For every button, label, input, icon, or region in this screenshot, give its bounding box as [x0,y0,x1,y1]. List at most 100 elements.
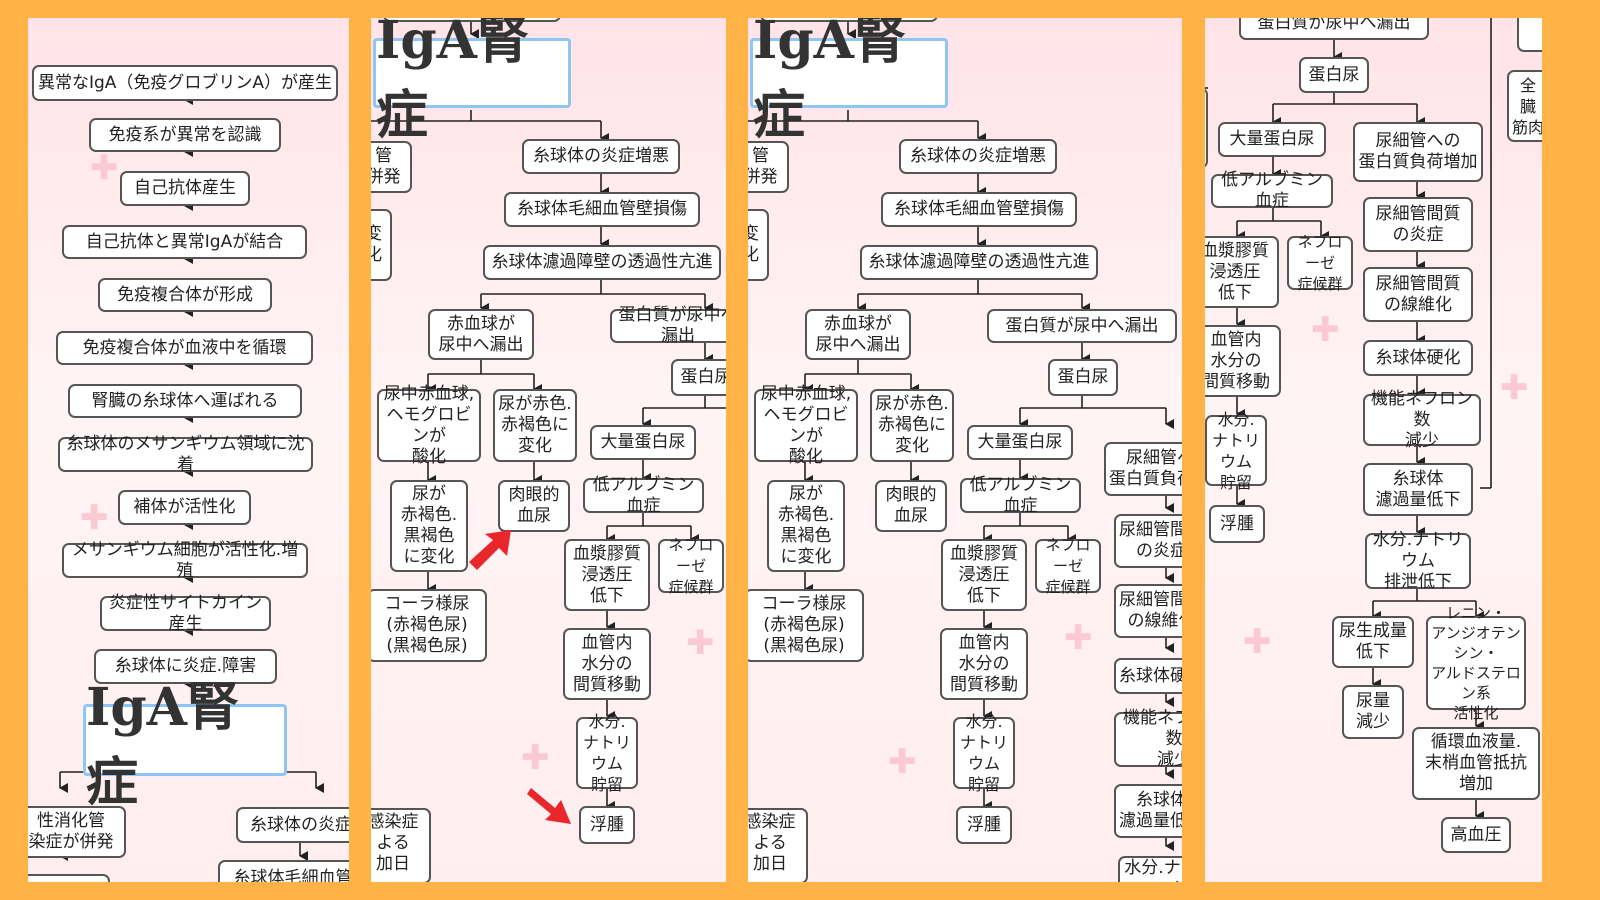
decorative-cross-icon: ✚ [1500,368,1529,408]
flow-node-glomerular-injury: 糸球体に炎症.障害 [94,649,277,684]
diagram-title: IgA腎症 [373,18,571,146]
flow-node-tubular-inflammation: 尿細管間質 の炎症 [1363,197,1473,252]
flow-node-capillary-partial: 糸球体毛細血管 [218,860,349,882]
flow-node-tubular-fibrosis: 尿細管間質 の線維化 [1363,267,1473,322]
panel-4: ✚ ✚ ✚ 蛋白質が尿中へ漏出 全 臓 筋肉 蛋白尿 大量蛋白尿 尿細管への 蛋… [1205,18,1542,882]
decorative-cross-icon: ✚ [888,742,917,782]
flow-node-hypertension: 高血圧 [1441,817,1511,853]
connector-lines-panel-3 [748,18,1174,851]
flow-node-hypoalbuminemia: 低アルブミン血症 [960,475,1081,516]
flow-node-proteinuria: 蛋白尿 [1048,359,1118,396]
flow-node-massive-proteinuria: 大量蛋白尿 [967,425,1073,460]
flow-node-cola-urine: コーラ様尿 (赤褐色尿) (黒褐色尿) [748,589,864,662]
flow-node-raas: レニン・ アンジオテンシン・ アルドステロン系 活性化 [1426,604,1526,722]
connector-lines-panel-2 [371,18,726,811]
flow-node-mesangial-deposit: 糸球体のメサンギウム領域に沈着 [58,434,313,475]
flow-node-inflammation-partial: 糸球体の炎症 [236,807,349,843]
flow-node-protein-leak: 蛋白質が尿中へ漏出 [610,305,726,346]
flow-node-complement: 補体が活性化 [118,490,251,525]
flow-node-red-urine: 尿が赤色. 赤褐色に 変化 [493,389,577,462]
flow-node-protein-leak: 蛋白質が尿中へ漏出 [1239,18,1429,40]
flow-node-mesangial-proliferation: メサンギウム細胞が活性化.増殖 [62,540,308,581]
flow-node-permeability: 糸球体濾過障壁の透過性亢進 [860,245,1098,280]
connector-lines-panel-4 [1205,18,1492,821]
flow-node-excretion-drop: 水分.ナトリウム 排泄低下 [1365,530,1471,592]
flow-node-glomerulosclerosis: 糸球体硬化 [1114,658,1182,694]
panel-2: ✚ ✚ IgA腎症 管 併発 変 化 糸球体の炎症増悪 糸球体毛細血管壁損傷 糸… [371,18,726,882]
flow-node-tubular-load: 尿細管への 蛋白質負荷増加 [1104,442,1182,496]
flow-node-cytokine: 炎症性サイトカイン産生 [100,593,271,634]
flow-node-infection-bottom-partial: 感染症 よる 加日 [371,808,431,882]
flow-node-infection-bottom-partial: 感染症 よる 加日 [748,808,808,882]
flow-node-brown-urine: 尿が 赤褐色. 黒褐色 に変化 [390,480,468,572]
flow-node-tubular-load: 尿細管への 蛋白質負荷増加 [1353,122,1483,182]
flow-node-oliguria: 尿量 減少 [1342,685,1404,739]
flow-node-colloid-pressure: 血漿膠質 浸透圧 低下 [564,539,650,611]
flow-node-gfr-drop: 糸球体 濾過量低下 [1363,463,1473,516]
flow-node-water-retention: 水分. ナトリウム 貯留 [576,712,638,794]
flow-node-edema: 浮腫 [956,806,1012,844]
flow-node-proteinuria: 蛋白尿 [1299,57,1369,93]
decorative-cross-icon: ✚ [80,498,109,538]
flow-node-urine-production-drop: 尿生成量 低下 [1332,616,1414,668]
flow-node-colloid-pressure: 血漿膠質 浸透圧 低下 [941,539,1027,611]
flow-node-permeability: 糸球体濾過障壁の透過性亢進 [483,245,721,280]
flow-node-side-partial: 全 臓 筋肉 [1507,70,1542,142]
flow-node-abnormal-iga: 異常なIgA（免疫グロブリンA）が産生 [32,65,338,101]
flow-node-proteinuria: 蛋白尿 [671,359,726,396]
flow-node-red-urine: 尿が赤色. 赤褐色に 変化 [870,389,954,462]
flow-node-nephrotic-syndrome: ネフローゼ 症候群 [1287,233,1353,293]
flow-node-edema: 浮腫 [1209,505,1265,543]
flow-node-tubular-inflammation: 尿細管間質 の炎症 [1114,514,1182,568]
flow-node-brown-urine: 尿が 赤褐色. 黒褐色 に変化 [767,480,845,572]
flow-node-blood-volume: 循環血液量. 末梢血管抵抗 増加 [1412,727,1540,800]
flow-node-protein-leak: 蛋白質が尿中へ漏出 [987,309,1177,343]
flow-node-rbc-leak: 赤血球が 尿中へ漏出 [805,309,911,360]
flow-node-water-retention: 水分. ナトリウム 貯留 [953,712,1015,794]
flow-node-hypoalbuminemia: 低アルブミン血症 [583,475,704,516]
highlight-arrow-icon [469,530,511,570]
flow-node-immune-complex: 免疫複合体が形成 [98,278,272,312]
flow-node-gross-hematuria: 肉眼的 血尿 [875,480,947,532]
flow-node-partial [28,874,110,882]
flow-node-massive-proteinuria: 大量蛋白尿 [1218,122,1326,157]
flow-node-antibody-binding: 自己抗体と異常IgAが結合 [62,225,307,259]
decorative-cross-icon: ✚ [1311,310,1340,350]
decorative-cross-icon: ✚ [1064,618,1093,658]
flow-node-change-partial: 変 化 [371,209,392,281]
flow-node-massive-proteinuria: 大量蛋白尿 [590,425,696,460]
flow-node-infection-partial: 性消化管 染症が併発 [28,806,126,858]
flow-node-left-edge-partial [1205,88,1208,168]
flow-node-infection-partial: 管 併発 [371,141,412,193]
flow-node-nephron-loss: 機能ネフロン数 減少 [1114,708,1182,770]
flow-node-urine-rbc-oxidation: 尿中赤血球, ヘモグロビンが 酸化 [377,384,481,467]
flow-node-nephrotic-syndrome: ネフローゼ 症候群 [658,536,724,596]
decorative-cross-icon: ✚ [90,148,119,188]
flow-node-to-glomerulus: 腎臓の糸球体へ運ばれる [68,384,302,418]
flow-node-urine-rbc-oxidation: 尿中赤血球, ヘモグロビンが 酸化 [754,384,858,467]
decorative-cross-icon: ✚ [521,738,550,778]
flow-node-water-shift: 血管内 水分の 間質移動 [940,628,1028,700]
flow-node-nephron-loss: 機能ネフロン数 減少 [1363,389,1481,451]
diagram-title: IgA腎症 [83,677,287,813]
flow-node-circulation: 免疫複合体が血液中を循環 [56,331,313,365]
flow-node-rbc-leak: 赤血球が 尿中へ漏出 [428,309,534,360]
flow-node-cola-urine: コーラ様尿 (赤褐色尿) (黒褐色尿) [371,589,487,662]
diagram-title: IgA腎症 [750,18,948,146]
flow-node-capillary-damage: 糸球体毛細血管壁損傷 [881,192,1077,227]
flow-node-water-shift: 血管内 水分の 間質移動 [1205,325,1281,397]
flow-node-inflammation-worsening: 糸球体の炎症増悪 [522,139,680,174]
highlight-arrow-icon [527,788,571,824]
flow-node-gross-hematuria: 肉眼的 血尿 [498,480,570,532]
panel-1: ✚ ✚ 異常なIgA（免疫グロブリンA）が産生 免疫系が異常を認識 自己抗体産生… [28,18,349,882]
flow-node-top-right-partial [1517,18,1542,52]
flow-node-glomerulosclerosis: 糸球体硬化 [1363,340,1473,376]
decorative-cross-icon: ✚ [1243,622,1272,662]
flow-node-excretion-drop: 水分.ナトリウム 排泄低下 [1118,856,1182,882]
flow-node-water-retention: 水分. ナトリウム 貯留 [1205,410,1267,492]
panel-3: ✚ ✚ IgA腎症 管 併発 変 化 糸球体の炎症増悪 糸球体毛細血管壁損傷 糸… [748,18,1182,882]
flow-node-gfr-drop: 糸球体 濾過量低下 [1114,784,1182,838]
flow-node-water-shift: 血管内 水分の 間質移動 [563,628,651,700]
flow-node-autoantibody: 自己抗体産生 [120,171,250,206]
flow-node-inflammation-worsening: 糸球体の炎症増悪 [899,139,1057,174]
